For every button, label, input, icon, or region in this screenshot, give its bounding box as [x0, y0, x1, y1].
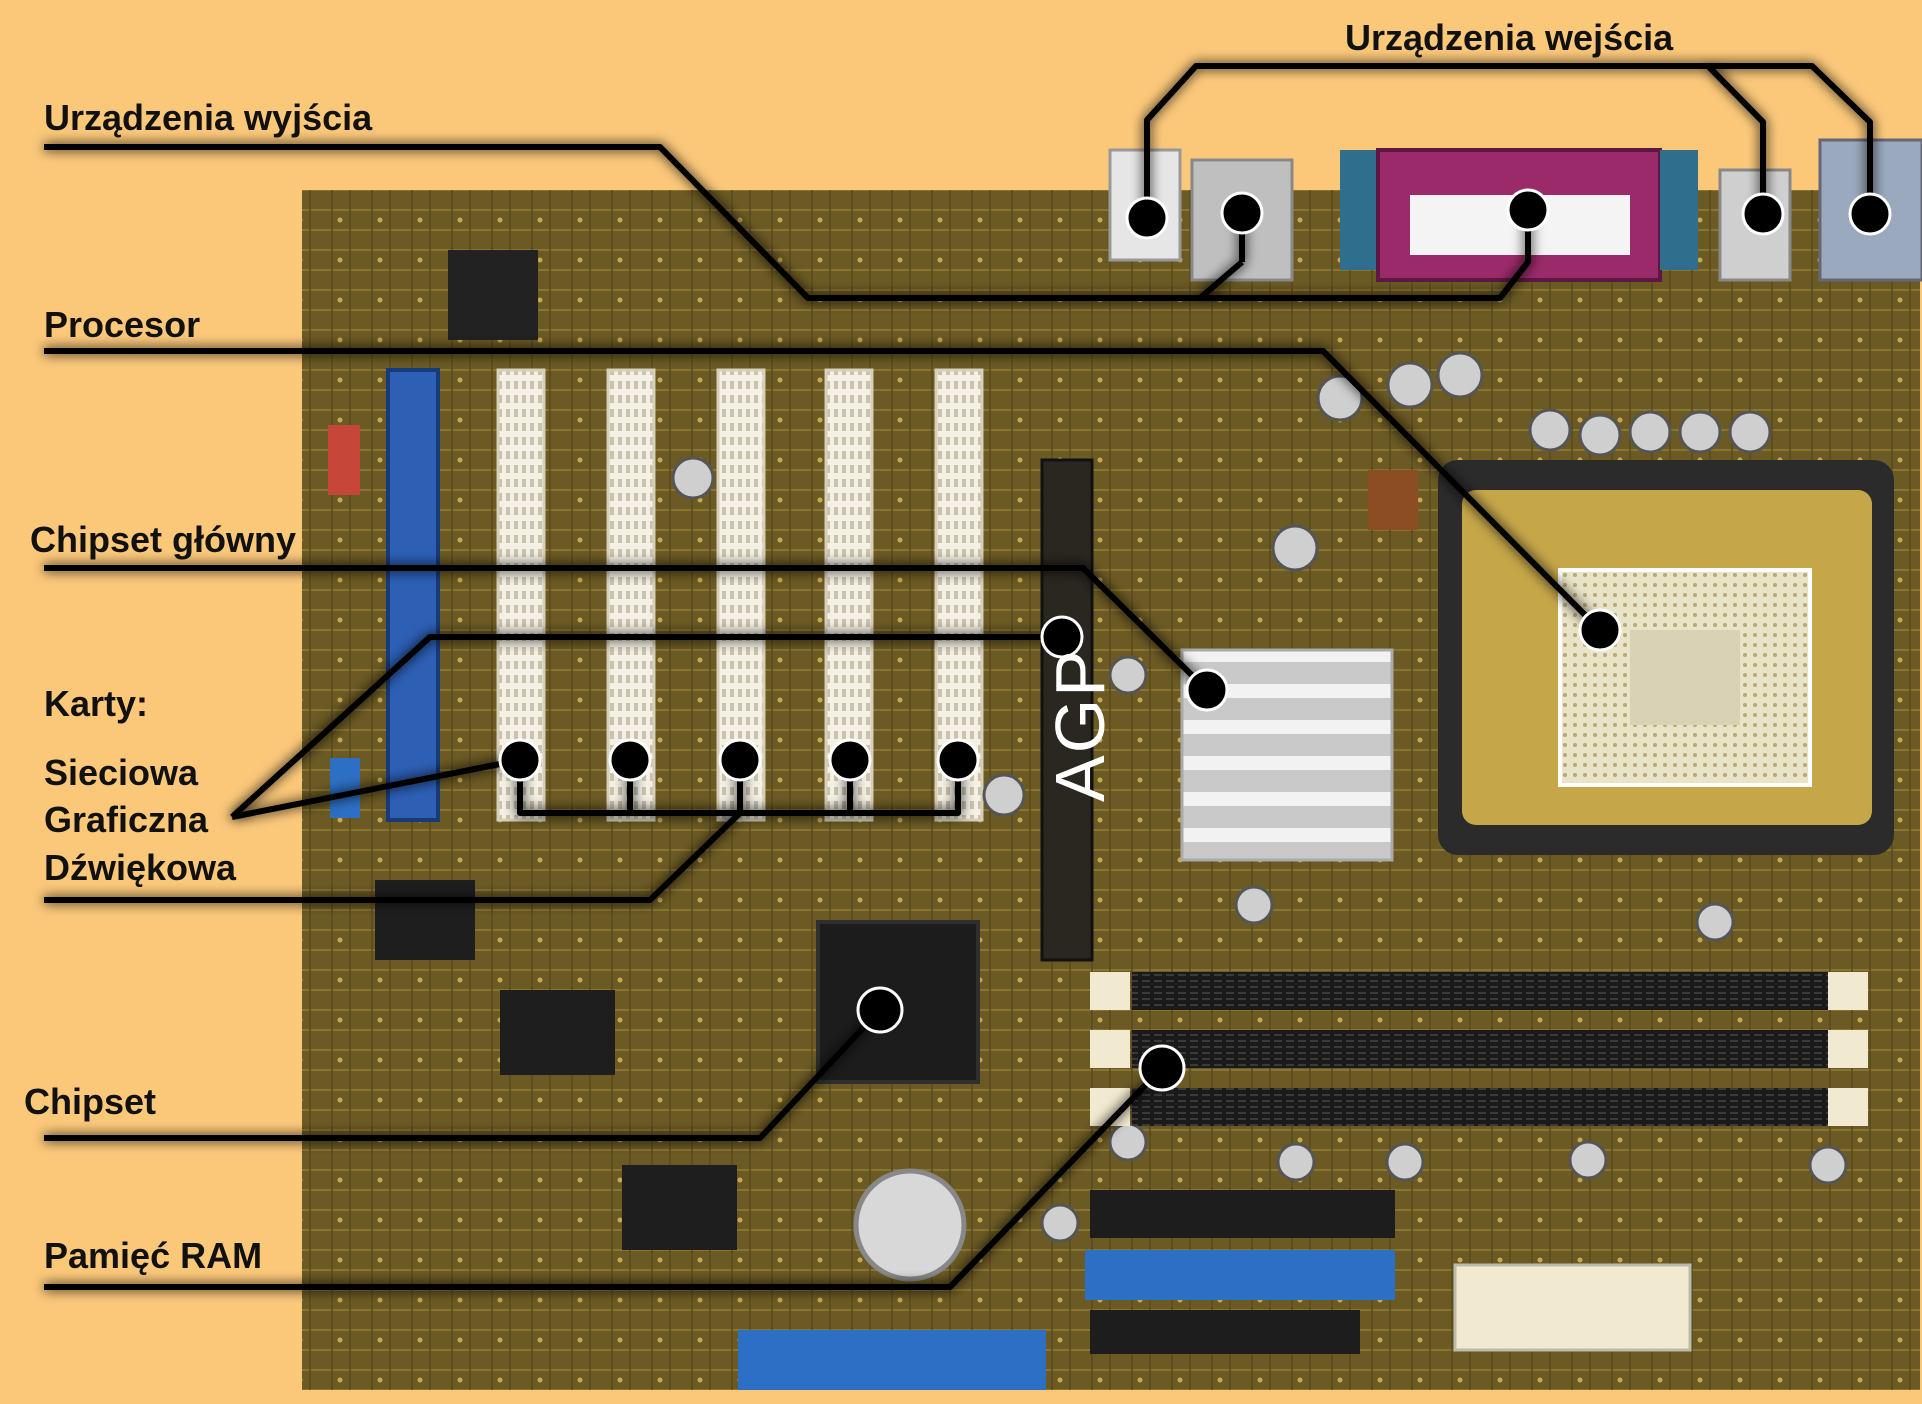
dot-pci-3: [720, 740, 760, 780]
dot-ram: [1140, 1046, 1184, 1090]
dot-audio-port: [1127, 198, 1167, 238]
ide-connector-blue: [1085, 1250, 1395, 1300]
cpu-socket-center: [1630, 630, 1740, 725]
dot-pci-2: [610, 740, 650, 780]
ide-connector-black-1: [1090, 1190, 1395, 1238]
ram-slot-3: [1132, 1088, 1842, 1126]
label-output-devices: Urządzenia wyjścia: [44, 100, 372, 136]
dot-pci-4: [830, 740, 870, 780]
cmos-battery: [856, 1171, 964, 1279]
label-graphics-card: Graficzna: [44, 802, 208, 838]
dot-ps2-port: [1850, 194, 1890, 234]
lan-chip: [622, 1165, 737, 1250]
vrm-inductor: [1368, 470, 1418, 530]
label-chipset: Chipset: [24, 1084, 156, 1120]
dot-pci-1: [500, 740, 540, 780]
isa-slot: [388, 370, 438, 820]
dot-northbridge: [1187, 670, 1227, 710]
ide-connector-black-2: [1090, 1310, 1360, 1354]
serial-port-right: [1660, 150, 1698, 270]
floppy-connector: [738, 1330, 1046, 1390]
header-pins-red: [328, 425, 360, 495]
ram-slots: [1090, 972, 1868, 1126]
dot-usb-port: [1743, 194, 1783, 234]
label-processor: Procesor: [44, 307, 200, 343]
bios-chip: [448, 250, 538, 340]
io-chip: [375, 880, 475, 960]
label-input-devices: Urządzenia wejścia: [1345, 20, 1673, 56]
dot-usb-stack: [1222, 193, 1262, 233]
label-agp: AGP: [1045, 648, 1115, 802]
audio-chip: [500, 990, 615, 1075]
header-pins-blue: [330, 758, 360, 818]
label-main-chipset: Chipset główny: [30, 522, 296, 558]
label-network-card: Sieciowa: [44, 755, 198, 791]
dot-southbridge: [858, 988, 902, 1032]
atx-power-connector: [1455, 1265, 1690, 1350]
ram-slot-1: [1132, 972, 1842, 1010]
dot-pci-5: [938, 740, 978, 780]
serial-port-left: [1340, 150, 1378, 270]
dot-parallel-port: [1508, 190, 1548, 230]
label-cards-heading: Karty:: [44, 686, 148, 722]
label-sound-card: Dźwiękowa: [44, 850, 236, 886]
dot-cpu-socket: [1580, 610, 1620, 650]
label-ram: Pamięć RAM: [44, 1238, 262, 1274]
ram-slot-2: [1132, 1030, 1842, 1068]
